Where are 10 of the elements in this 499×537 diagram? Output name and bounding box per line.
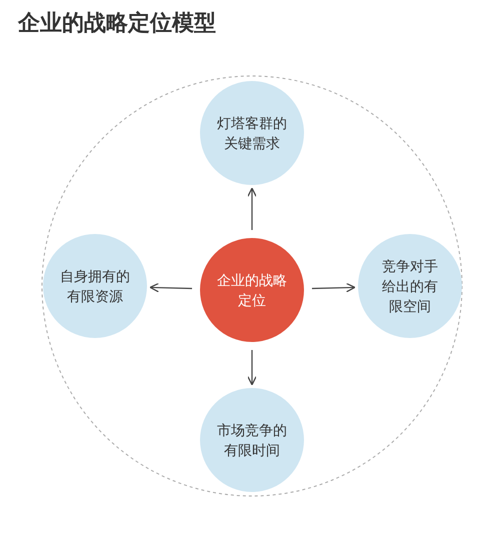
arrow [150,282,192,292]
circle-label: 自身拥有的有限资源 [59,267,131,306]
circle-label: 竞争对手给出的有限空间 [381,257,439,316]
diagram-title: 企业的战略定位模型 [18,9,216,37]
arrow [312,282,356,292]
arrow [247,188,257,230]
circle-label: 灯塔客群的关键需求 [216,114,288,153]
arrow [247,350,257,386]
circle-label: 市场竞争的有限时间 [216,421,288,460]
circle-label: 企业的战略定位 [216,271,288,310]
